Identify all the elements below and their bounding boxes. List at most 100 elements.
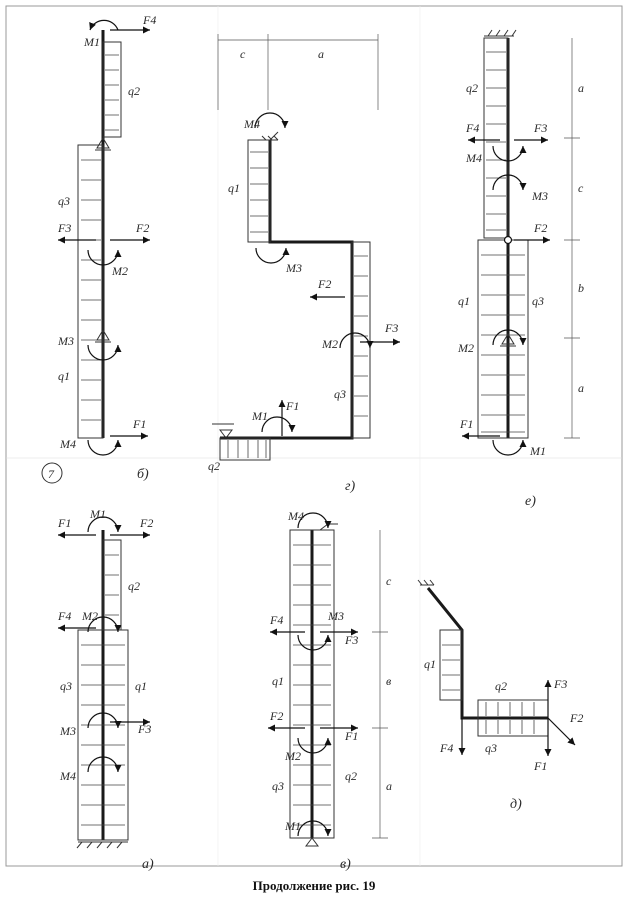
panel-v-dim-a: a — [386, 779, 392, 793]
panel-d-frame — [426, 587, 548, 720]
panel-a: F1 M1 F2 q2 F4 M2 q3 q1 M3 F3 M4 а) — [57, 507, 154, 872]
panel-e-load-hatch — [481, 51, 525, 433]
panel-g-label-q1: q1 — [228, 181, 240, 195]
panel-b-tag: б) — [137, 467, 149, 482]
panel-v-tag: в) — [340, 857, 351, 872]
panel-b-load-q3-q1 — [77, 144, 104, 439]
panel-d-label-F1: F1 — [533, 759, 547, 773]
panel-e-label-q3: q3 — [532, 294, 544, 308]
panel-v-label-M3: M3 — [327, 609, 344, 623]
panel-a-tag: а) — [142, 857, 154, 872]
panel-b-moment-M4 — [87, 439, 122, 456]
panel-d-load-q1-arrows — [442, 644, 460, 691]
panel-b-moment-M2 — [87, 249, 122, 266]
panel-b-label-M1: M1 — [83, 35, 100, 49]
panel-v-label-q2: q2 — [345, 769, 357, 783]
panel-v-load-hatch — [293, 544, 331, 826]
panel-v-label-q3: q3 — [272, 779, 284, 793]
panel-g-dim-c: c — [240, 47, 246, 61]
panel-a-moment-M2 — [87, 616, 122, 633]
panel-e-label-F2: F2 — [533, 221, 547, 235]
panel-g-moment-M2 — [339, 332, 374, 349]
panel-v-label-F1: F1 — [344, 729, 358, 743]
panel-d: q1 q2 q3 F3 F2 F1 F4 д) — [417, 579, 583, 812]
panel-b-label-F4: F4 — [142, 13, 156, 27]
panel-g-load-q2 — [219, 437, 271, 461]
panel-b-label-q3: q3 — [58, 194, 70, 208]
panel-d-label-q1: q1 — [424, 657, 436, 671]
panel-g-load-q1 — [247, 139, 271, 243]
panel-v-label-F2: F2 — [269, 709, 283, 723]
panel-e-top-support — [484, 29, 517, 37]
panel-d-top-support — [417, 579, 435, 586]
panel-g-dim-a: a — [318, 47, 324, 61]
panel-g-tag: г) — [345, 479, 355, 494]
panel-g-label-q3: q3 — [334, 387, 346, 401]
panel-a-label-F3: F3 — [137, 722, 151, 736]
panel-a-label-M3: M3 — [59, 724, 76, 738]
panel-g-label-F2: F2 — [317, 277, 331, 291]
panel-v-top-support — [319, 523, 338, 531]
panel-e-dim-ticks — [564, 137, 580, 439]
panel-b-label-M4: M4 — [59, 437, 76, 451]
panel-e-hinge — [503, 235, 513, 245]
panel-a-label-q2: q2 — [128, 579, 140, 593]
panel-v-moment-M1 — [297, 820, 332, 837]
panel-e-label-M1: M1 — [529, 444, 546, 458]
panel-g-label-F3: F3 — [384, 321, 398, 335]
panel-e-load-q2 — [483, 37, 509, 239]
panel-a-load-hatch — [81, 554, 125, 826]
panel-g-label-M4: M4 — [243, 117, 260, 131]
panel-b-support-2 — [95, 329, 111, 343]
panel-v-label-M4: M4 — [287, 509, 304, 523]
panel-b-label-F1: F1 — [132, 417, 146, 431]
panel-v-dim-c: c — [386, 574, 392, 588]
page-frame — [5, 5, 623, 867]
panel-g-pin-support — [212, 423, 234, 439]
panel-g-load-q2-arrows — [227, 440, 267, 458]
panel-v-label-M2: M2 — [284, 749, 301, 763]
panel-a-label-F2: F2 — [139, 516, 153, 530]
panel-a-label-F1: F1 — [57, 516, 71, 530]
panel-e-label-M3: M3 — [531, 189, 548, 203]
panel-d-force-F2 — [547, 717, 576, 746]
panel-d-label-q3: q3 — [485, 741, 497, 755]
panel-a-label-F4: F4 — [57, 609, 71, 623]
panel-d-label-q2: q2 — [495, 679, 507, 693]
panel-d-load-q1 — [439, 629, 463, 701]
panel-b-moment-M1 — [89, 19, 119, 31]
panel-g-label-M1: M1 — [251, 409, 268, 423]
page-number-circle — [41, 462, 63, 484]
panel-a-moment-M4 — [87, 756, 122, 773]
panel-a-moment-M1 — [87, 516, 122, 533]
panel-v-label-q1: q1 — [272, 674, 284, 688]
panel-b-label-M3: M3 — [57, 334, 74, 348]
panel-v-moment-M2 — [297, 737, 332, 754]
panel-b-moment-M3 — [87, 344, 122, 361]
panel-e-moment-M3 — [492, 174, 527, 191]
panel-e-dim-b: b — [578, 281, 584, 295]
panel-e-dim-a1: a — [578, 81, 584, 95]
panel-b-label-q1: q1 — [58, 369, 70, 383]
panel-e-moment-M1 — [492, 439, 527, 456]
panel-v-label-F4: F4 — [269, 613, 283, 627]
panel-g-top-support — [261, 131, 279, 141]
panel-e-label-F1: F1 — [459, 417, 473, 431]
panel-a-label-M1: M1 — [89, 507, 106, 521]
panel-e-label-M4: M4 — [465, 151, 482, 165]
panel-e-label-F4: F4 — [465, 121, 479, 135]
panel-a-load-q2 — [102, 539, 122, 631]
panel-a-label-M4: M4 — [59, 769, 76, 783]
panel-e-label-M2: M2 — [457, 341, 474, 355]
panel-g-label-M3: M3 — [285, 261, 302, 275]
panel-v-moment-M4 — [297, 512, 332, 529]
panel-g-label-F1: F1 — [285, 399, 299, 413]
panel-d-label-F4: F4 — [439, 741, 453, 755]
panel-v-bottom-support — [305, 837, 319, 847]
panel-e-dim-a2: a — [578, 381, 584, 395]
panel-v-label-M1: M1 — [284, 819, 301, 833]
panel-g-moment-M4 — [254, 112, 289, 129]
panel-e-tag: е) — [525, 494, 536, 509]
panel-e-moment-M4 — [492, 145, 527, 162]
